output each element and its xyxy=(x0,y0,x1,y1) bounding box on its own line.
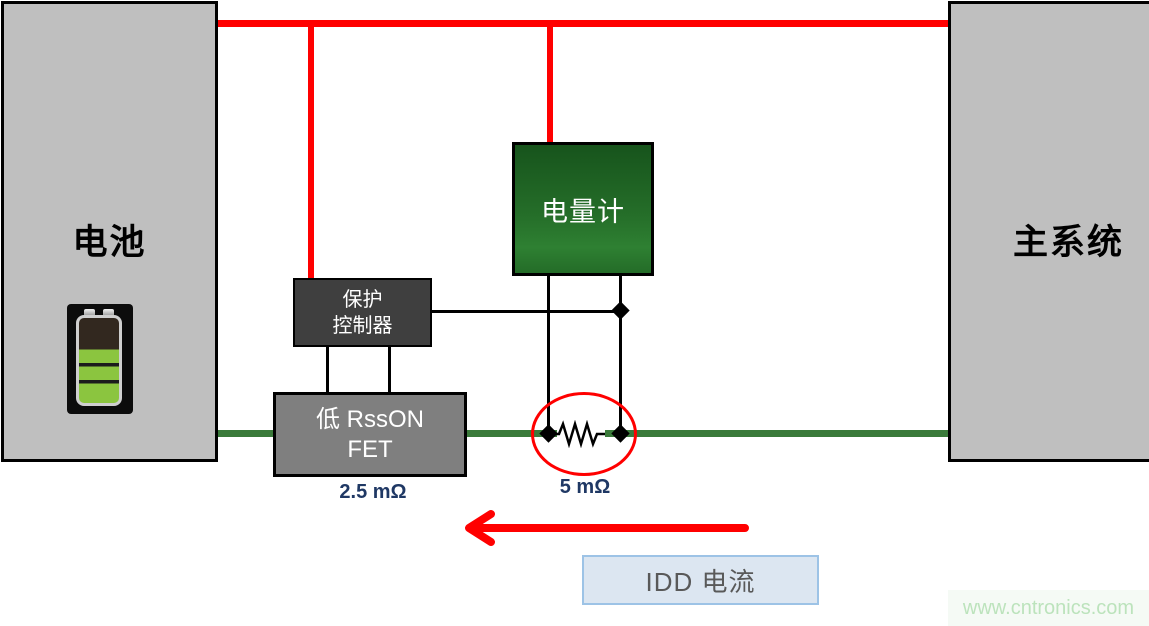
watermark-band: www.cntronics.com xyxy=(948,590,1149,626)
fuel-gauge-label: 电量计 xyxy=(541,196,625,227)
battery-label: 电池 xyxy=(72,223,147,262)
positive-rail-wire xyxy=(218,20,948,27)
fuel-gauge-block: 电量计 xyxy=(512,142,654,276)
controller-sense-wire xyxy=(431,310,622,313)
junction-node xyxy=(611,301,630,320)
fet-label-line2: FET xyxy=(347,435,393,463)
battery-icon-body xyxy=(76,315,122,406)
protection-controller-block: 保护 控制器 xyxy=(293,278,432,347)
battery-icon-terminal xyxy=(84,309,95,317)
battery-icon-terminal xyxy=(103,309,114,317)
battery-icon xyxy=(67,304,133,414)
protection-controller-label-line1: 保护 xyxy=(342,288,383,311)
idd-current-box: IDD 电流 xyxy=(582,555,819,605)
main-system-label: 主系统 xyxy=(1012,223,1124,262)
sense-resistor-highlight-ellipse xyxy=(531,392,637,476)
fet-block: 低 RssON FET xyxy=(273,392,467,477)
negative-rail-wire-right xyxy=(605,430,948,437)
positive-rail-drop-gauge xyxy=(547,23,553,144)
watermark-text: www.cntronics.com xyxy=(962,596,1135,619)
positive-rail-drop-controller xyxy=(308,23,314,279)
fet-resistance-label: 2.5 mΩ xyxy=(339,481,407,503)
controller-fet-wire-1 xyxy=(326,346,329,392)
controller-fet-wire-2 xyxy=(388,346,391,392)
gauge-sense-wire-right xyxy=(619,274,622,434)
current-direction-arrow-icon xyxy=(465,510,749,546)
main-system-block: 主系统 xyxy=(948,1,1149,462)
sense-resistance-label: 5 mΩ xyxy=(559,476,611,498)
idd-current-label: IDD 电流 xyxy=(645,566,756,597)
fet-label-line1: 低 RssON xyxy=(316,405,424,433)
battery-block: 电池 xyxy=(1,1,218,462)
gauge-sense-wire-left xyxy=(547,274,550,434)
protection-controller-label-line2: 控制器 xyxy=(332,314,393,337)
